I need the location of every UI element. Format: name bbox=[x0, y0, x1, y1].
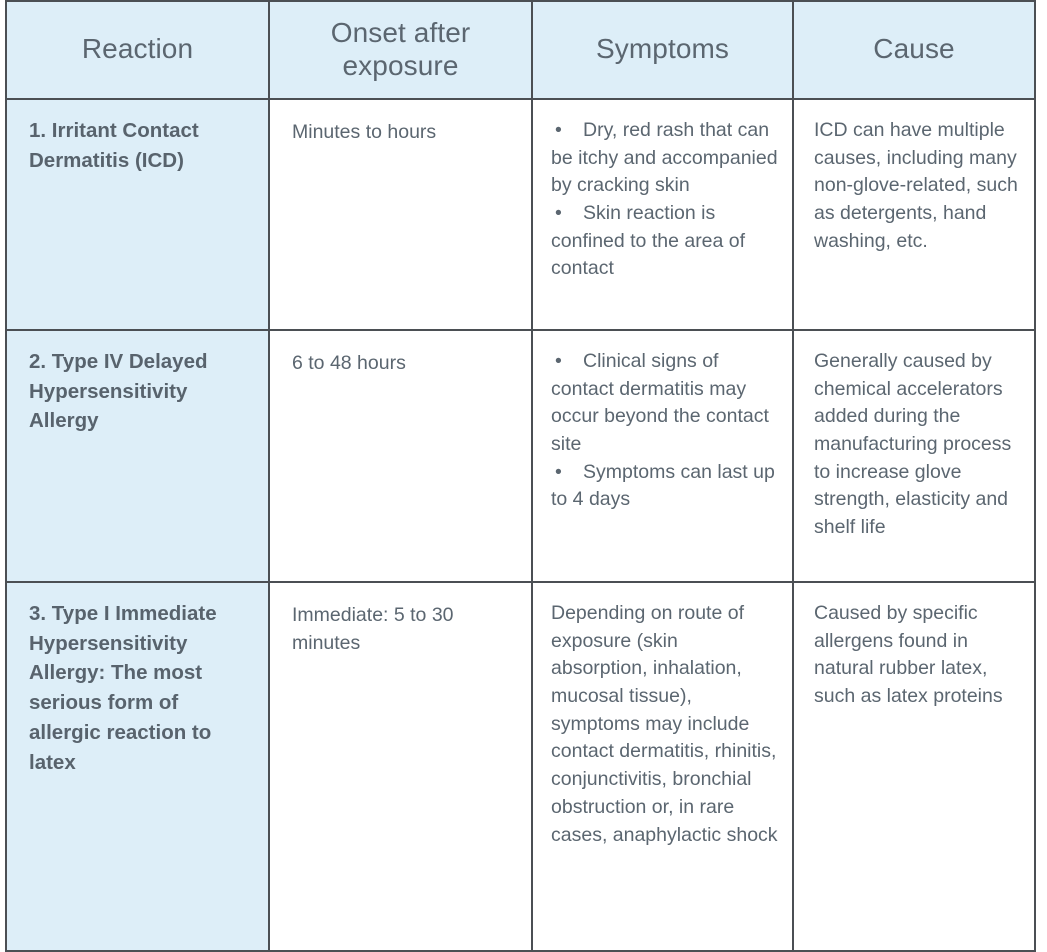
cell-symptoms-2: •Clinical signs of contact dermatitis ma… bbox=[531, 329, 794, 583]
column-header-reaction: Reaction bbox=[5, 0, 270, 100]
table-row: 1. Irritant Contact Dermatitis (ICD) Min… bbox=[5, 98, 1036, 331]
list-item-text: Symptoms can last up to 4 days bbox=[551, 460, 775, 511]
list-item: •Dry, red rash that can be itchy and acc… bbox=[551, 117, 778, 200]
column-header-symptoms: Symptoms bbox=[531, 0, 794, 100]
table-row: 3. Type I Immediate Hypersensitivity All… bbox=[5, 581, 1036, 952]
cell-symptoms-1: •Dry, red rash that can be itchy and acc… bbox=[531, 98, 794, 331]
table-row: 2. Type IV Delayed Hypersensitivity Alle… bbox=[5, 329, 1036, 583]
cell-reaction-3: 3. Type I Immediate Hypersensitivity All… bbox=[5, 581, 270, 952]
cell-symptoms-3: Depending on route of exposure (skin abs… bbox=[531, 581, 794, 952]
cause-text: ICD can have multiple causes, including … bbox=[814, 119, 1018, 252]
list-item-text: Skin reaction is confined to the area of… bbox=[551, 202, 746, 280]
cell-cause-3: Caused by specific allergens found in na… bbox=[792, 581, 1036, 952]
cell-reaction-2: 2. Type IV Delayed Hypersensitivity Alle… bbox=[5, 329, 270, 583]
bullet-icon: • bbox=[555, 202, 562, 225]
column-header-onset: Onset after exposure bbox=[268, 0, 533, 100]
cell-reaction-1: 1. Irritant Contact Dermatitis (ICD) bbox=[5, 98, 270, 331]
list-item: •Skin reaction is confined to the area o… bbox=[551, 200, 778, 283]
header-row: Reaction Onset after exposure Symptoms C… bbox=[5, 0, 1036, 100]
list-item: •Symptoms can last up to 4 days bbox=[551, 459, 778, 514]
cell-onset-3: Immediate: 5 to 30 minutes bbox=[268, 581, 533, 952]
list-item-text: Clinical signs of contact dermatitis may… bbox=[551, 350, 769, 456]
bullet-icon: • bbox=[555, 119, 562, 141]
cell-onset-1: Minutes to hours bbox=[268, 98, 533, 331]
symptoms-list-1: •Dry, red rash that can be itchy and acc… bbox=[551, 117, 778, 283]
list-item: •Clinical signs of contact dermatitis ma… bbox=[551, 348, 778, 459]
table-header: Reaction Onset after exposure Symptoms C… bbox=[5, 0, 1036, 100]
symptoms-text: Depending on route of exposure (skin abs… bbox=[551, 602, 778, 846]
cell-cause-1: ICD can have multiple causes, including … bbox=[792, 98, 1036, 331]
symptoms-list-2: •Clinical signs of contact dermatitis ma… bbox=[551, 348, 778, 514]
table-body: 1. Irritant Contact Dermatitis (ICD) Min… bbox=[5, 98, 1036, 952]
bullet-icon: • bbox=[555, 350, 562, 372]
list-item-text: Dry, red rash that can be itchy and acco… bbox=[551, 119, 778, 197]
cause-text: Caused by specific allergens found in na… bbox=[814, 602, 1003, 708]
cell-cause-2: Generally caused by chemical accelerator… bbox=[792, 329, 1036, 583]
column-header-cause: Cause bbox=[792, 0, 1036, 100]
table-container: Reaction Onset after exposure Symptoms C… bbox=[5, 0, 1036, 952]
cause-text: Generally caused by chemical accelerator… bbox=[814, 350, 1012, 539]
cell-onset-2: 6 to 48 hours bbox=[268, 329, 533, 583]
latex-reaction-table: Reaction Onset after exposure Symptoms C… bbox=[5, 0, 1036, 952]
bullet-icon: • bbox=[555, 460, 562, 483]
